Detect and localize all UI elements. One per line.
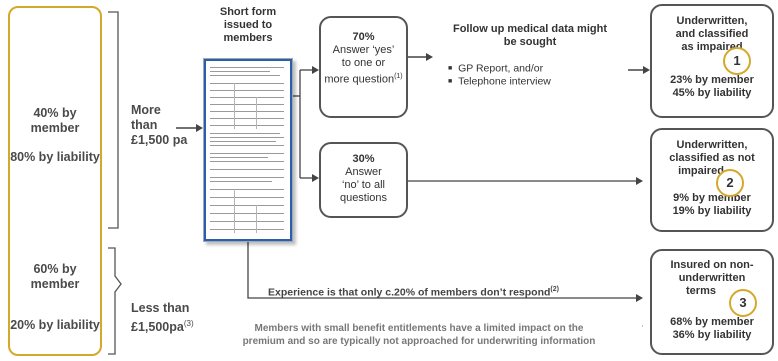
left-bracket-panel bbox=[8, 6, 102, 356]
yes-answer-box: 70% Answer ‘yes’ to one or more question… bbox=[319, 16, 408, 118]
no-answer-box: 30% Answer ‘no’ to all questions bbox=[319, 142, 408, 218]
bottom-pct-liability: 20% by liability bbox=[10, 318, 100, 332]
follow-up-title: Follow up medical data might be sought bbox=[452, 23, 607, 48]
outcome-box-2: Underwritten, classified as not impaired… bbox=[650, 128, 774, 232]
branch-less-label: Less than £1,500pa(3) bbox=[131, 301, 194, 335]
top-pct-liability: 80% by liability bbox=[10, 150, 100, 164]
branch-more-label: More than £1,500 pa bbox=[131, 103, 188, 147]
experience-note: Experience is that only c.20% of members… bbox=[268, 286, 559, 299]
follow-up-bullet: ■ GP Report, and/or bbox=[448, 62, 544, 75]
form-caption: Short form issued to members bbox=[219, 6, 277, 44]
short-form-document bbox=[203, 58, 293, 242]
outcome-badge-2: 2 bbox=[716, 169, 744, 197]
outcome-badge-3: 3 bbox=[729, 289, 757, 317]
small-benefit-note: Members with small benefit entitlements … bbox=[196, 322, 642, 348]
follow-up-bullet: ■ Telephone interview bbox=[448, 75, 551, 88]
outcome-box-1: Underwritten, and classified as impaired… bbox=[650, 4, 774, 118]
outcome-box-3: Insured on non- underwritten terms 68% b… bbox=[650, 249, 774, 355]
top-pct-member: 40% by member bbox=[30, 106, 80, 135]
bottom-pct-member: 60% by member bbox=[30, 262, 80, 291]
follow-up-bullets: ■ GP Report, and/or ■ Telephone intervie… bbox=[448, 62, 551, 89]
outcome-badge-1: 1 bbox=[723, 47, 751, 75]
